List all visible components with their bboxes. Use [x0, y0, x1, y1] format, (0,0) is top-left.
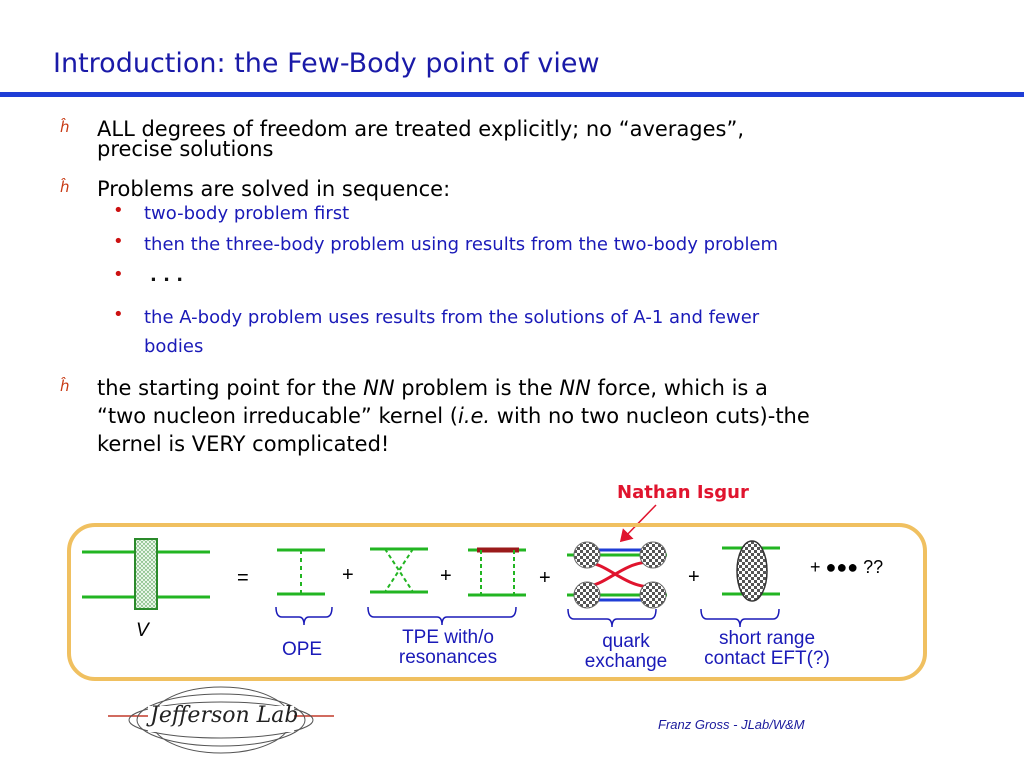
sub-bullet-dot: • — [113, 264, 124, 285]
bullet-3-nn: NN — [363, 376, 395, 400]
bullet-3-text: with no two nucleon cuts)-the — [490, 404, 810, 428]
bullet-3-text: “two nucleon irreducable” kernel ( — [97, 404, 458, 428]
bullet-3: the starting point for the NN problem is… — [97, 374, 810, 458]
caption-quark: quark exchange — [570, 632, 682, 672]
plus-sign: + — [342, 564, 354, 586]
page-title: Introduction: the Few-Body point of view — [53, 48, 600, 79]
kernel-box — [134, 538, 158, 610]
bullet-3-line-3: kernel is VERY complicated! — [97, 432, 390, 456]
annotation-label: Nathan Isgur — [617, 482, 749, 503]
sub-bullet-4: the A-body problem uses results from the… — [144, 307, 760, 328]
title-divider — [0, 92, 1024, 97]
bullet-1-line-2: precise solutions — [97, 137, 274, 161]
bullet-marker: ĥ — [60, 118, 70, 136]
sub-bullet-4-cont: bodies — [144, 336, 204, 357]
caption-tpe: TPE with/o resonances — [378, 628, 518, 668]
sub-bullet-dot: • — [113, 200, 124, 221]
v-label: V — [136, 620, 149, 641]
logo-text: Jefferson Lab — [150, 703, 299, 728]
caption-tpe-line-1: TPE with/o — [402, 627, 494, 648]
sub-bullet-dot: • — [113, 231, 124, 252]
bullet-1-line-1: ALL degrees of freedom are treated expli… — [97, 117, 745, 141]
plus-sign: + — [539, 567, 551, 589]
bullet-marker: ĥ — [60, 377, 70, 395]
footer-credit: Franz Gross - JLab/W&M — [658, 717, 805, 732]
more-terms: + ●●● ?? — [810, 557, 884, 577]
sub-bullet-2: then the three-body problem using result… — [144, 234, 779, 255]
caption-short-line-1: short range — [718, 628, 816, 649]
bullet-marker: ĥ — [60, 178, 70, 196]
bullet-3-text: force, which is a — [590, 376, 768, 400]
caption-quark-line-2: exchange — [584, 651, 668, 672]
bullet-3-text: the starting point for the — [97, 376, 364, 400]
bullet-3-ie: i.e. — [457, 404, 491, 428]
diagram-frame — [67, 523, 927, 681]
bullet-3-nn: NN — [559, 376, 591, 400]
bullet-3-text: problem is the — [394, 376, 560, 400]
jefferson-lab-logo — [108, 686, 334, 754]
plus-sign: + — [688, 566, 700, 588]
sub-bullet-dot: • — [113, 304, 124, 325]
bullet-1: ALL degrees of freedom are treated expli… — [97, 116, 744, 163]
caption-quark-line-1: quark — [602, 631, 650, 652]
caption-ope: OPE — [281, 639, 323, 660]
sub-bullet-1: two-body problem first — [144, 203, 350, 224]
plus-sign: + — [440, 565, 452, 587]
caption-tpe-line-2: resonances — [398, 647, 498, 668]
caption-short-range: short range contact EFT(?) — [684, 629, 850, 669]
caption-short-line-2: contact EFT(?) — [704, 648, 830, 669]
feynman-diagram — [67, 523, 927, 681]
bullet-2: Problems are solved in sequence: — [97, 177, 451, 201]
equals-sign: = — [237, 567, 249, 589]
sub-bullet-3: . . . — [150, 265, 184, 286]
